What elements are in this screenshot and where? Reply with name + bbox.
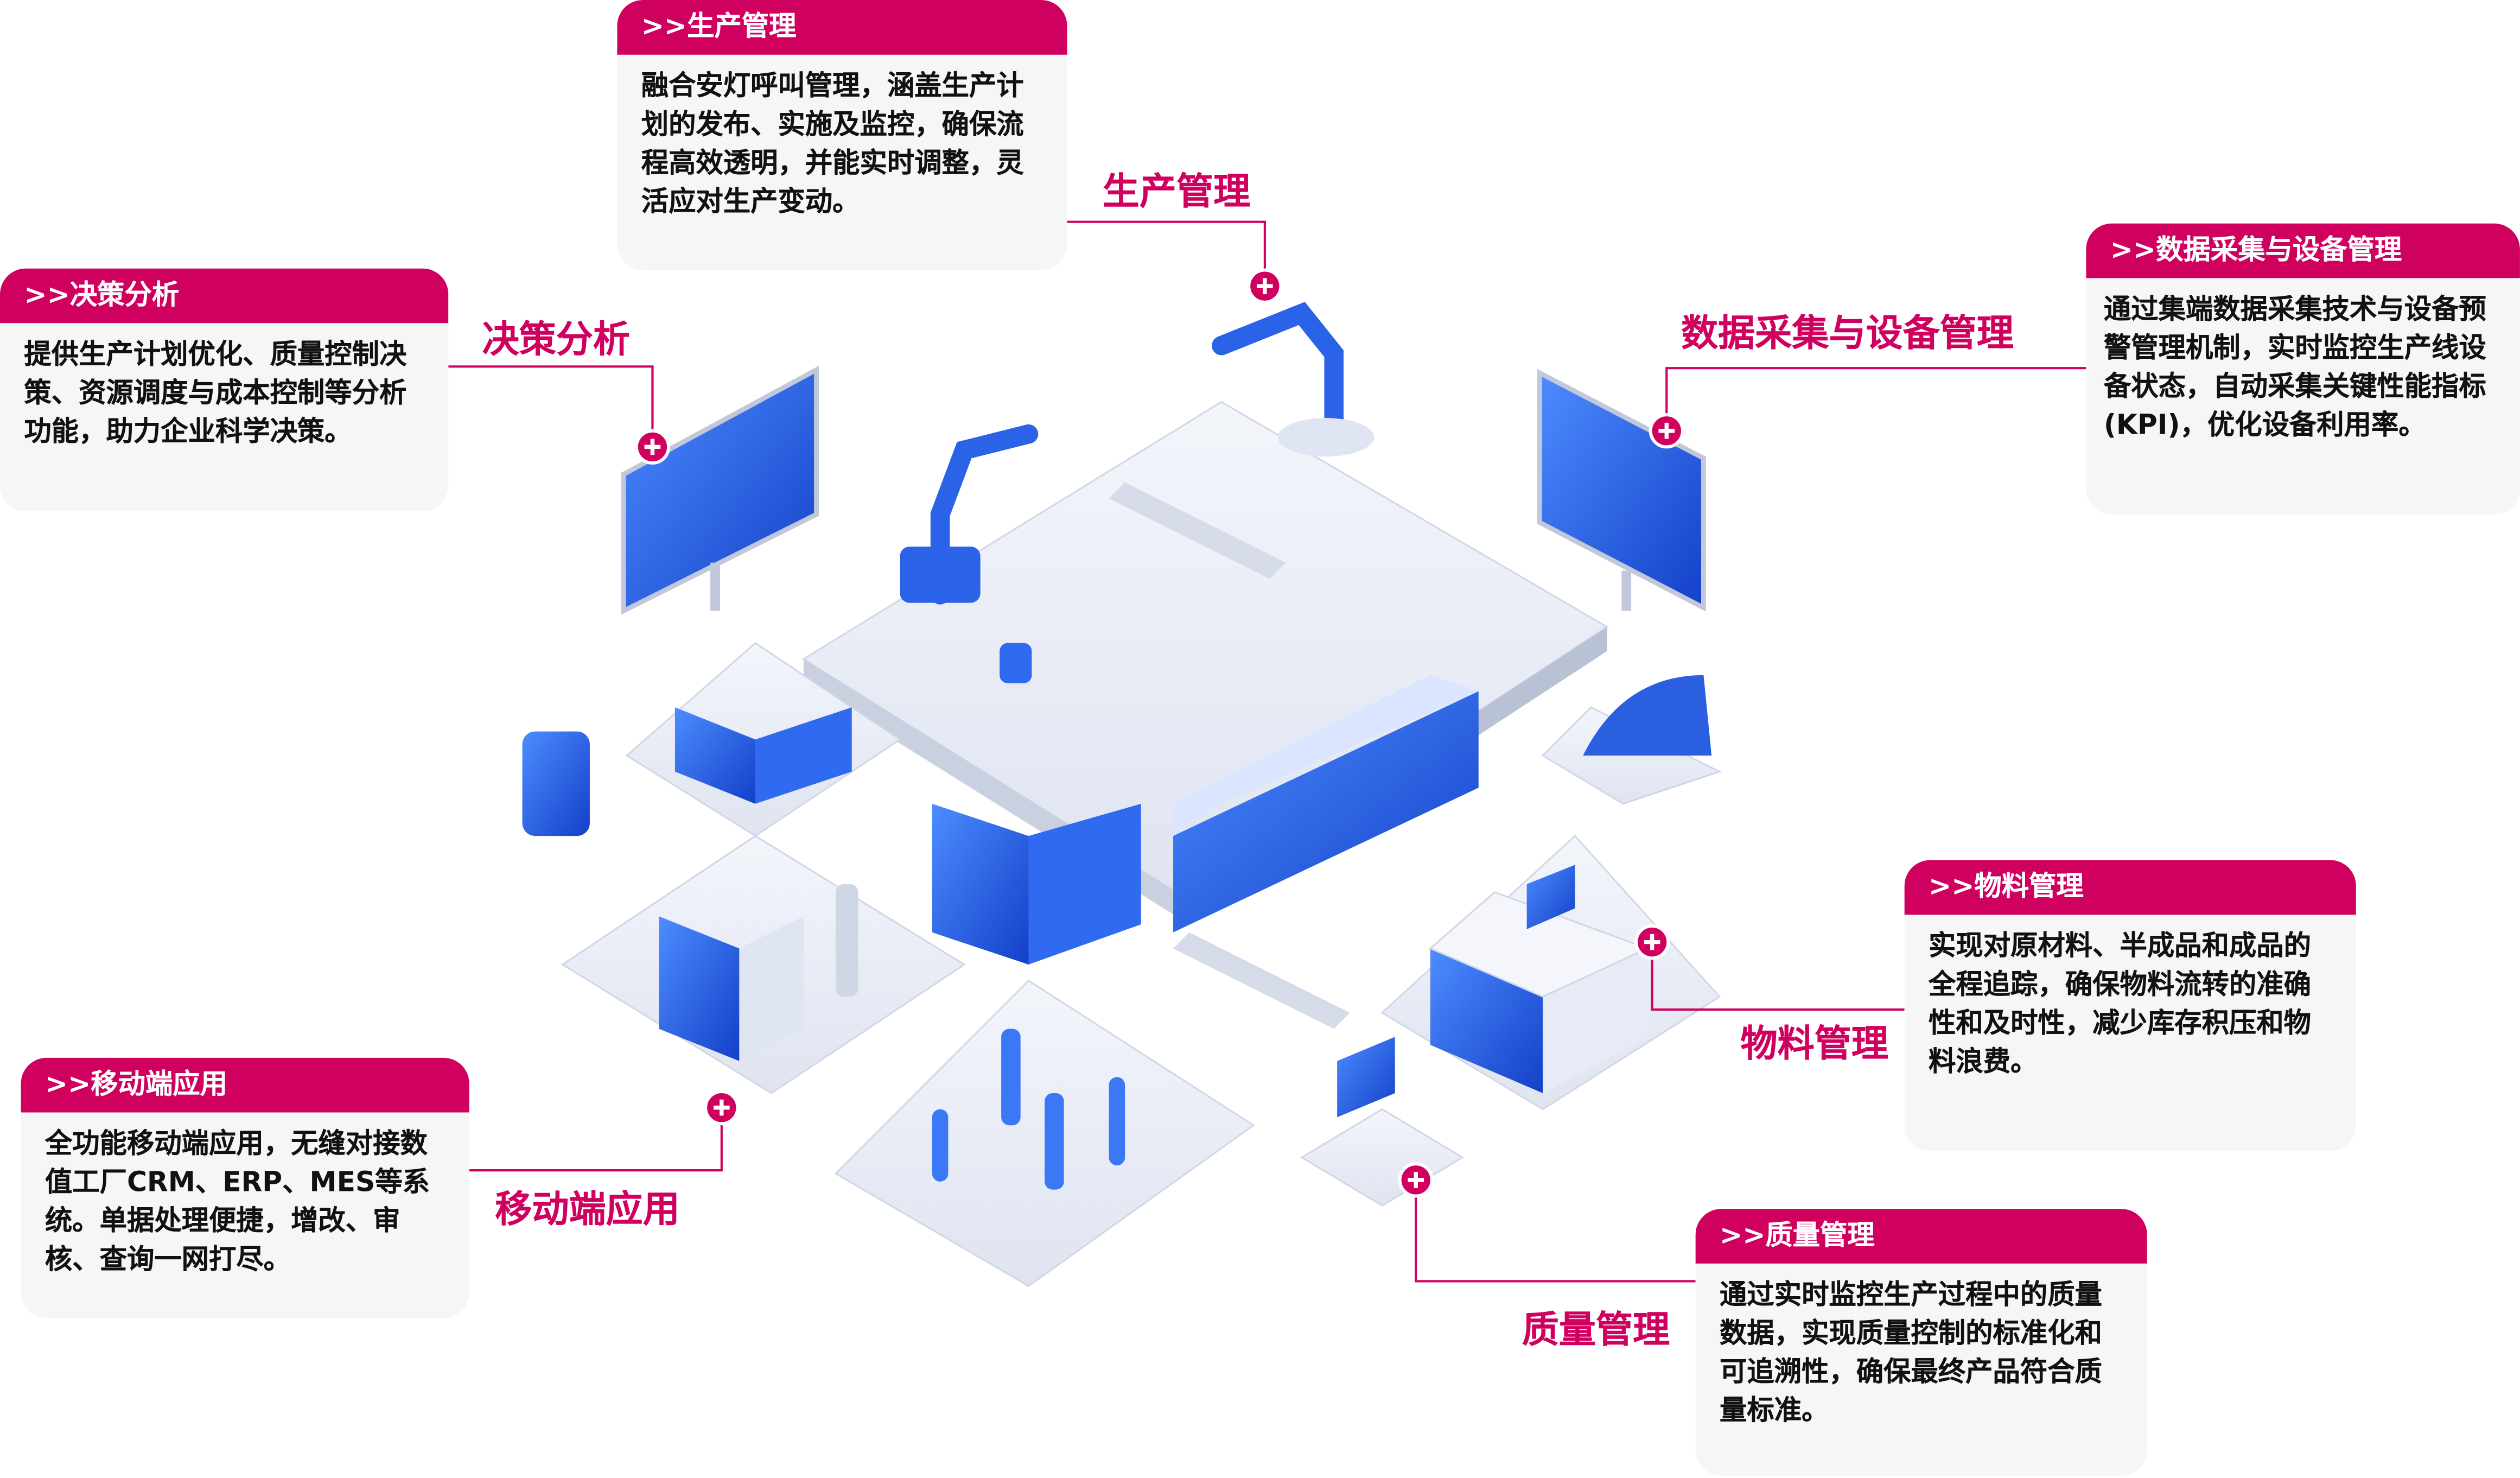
- decision-card: >>决策分析 提供生产计划优化、质量控制决策、资源调度与成本控制等分析功能，助力…: [0, 268, 449, 511]
- plus-icon[interactable]: [1649, 413, 1684, 449]
- data-card: >>数据采集与设备管理 通过集端数据采集技术与设备预警管理机制，实时监控生产线设…: [2086, 223, 2520, 515]
- card-body: 提供生产计划优化、质量控制决策、资源调度与成本控制等分析功能，助力企业科学决策。: [24, 339, 407, 449]
- mobile-label: 移动端应用: [495, 1189, 680, 1232]
- card-header: >>生产管理: [617, 0, 1067, 55]
- material-label: 物料管理: [1740, 1024, 1888, 1066]
- card-body: 实现对原材料、半成品和成品的全程追踪，确保物料流转的准确性和及时性，减少库存积压…: [1929, 930, 2311, 1079]
- plus-icon[interactable]: [1398, 1162, 1434, 1198]
- plus-icon[interactable]: [1634, 924, 1670, 960]
- plus-icon[interactable]: [634, 429, 671, 465]
- card-body: 全功能移动端应用，无缝对接数值工厂CRM、ERP、MES等系统。单据处理便捷，增…: [44, 1128, 430, 1277]
- plus-markers: [634, 268, 1684, 1198]
- monitors: [621, 365, 1706, 1118]
- card-header: >>移动端应用: [21, 1057, 469, 1113]
- tanks: [836, 643, 1125, 1190]
- mobile-card: >>移动端应用 全功能移动端应用，无缝对接数值工厂CRM、ERP、MES等系统。…: [21, 1057, 469, 1318]
- production-label: 生产管理: [1102, 172, 1251, 214]
- data-label: 数据采集与设备管理: [1681, 313, 2014, 356]
- card-body: 通过实时监控生产过程中的质量数据，实现质量控制的标准化和可追溯性，确保最终产品符…: [1720, 1279, 2102, 1428]
- plus-icon[interactable]: [1247, 268, 1283, 304]
- card-header: >>数据采集与设备管理: [2086, 223, 2520, 278]
- quality-label: 质量管理: [1522, 1310, 1670, 1352]
- card-header: >>物料管理: [1904, 860, 2356, 915]
- connector-lines: [448, 220, 2086, 1283]
- production-card: >>生产管理 融合安灯呼叫管理，涵盖生产计划的发布、实施及监控，确保流程高效透明…: [617, 0, 1067, 270]
- buildings: [522, 675, 1712, 1093]
- card-body: 通过集端数据采集技术与设备预警管理机制，实时监控生产线设备状态，自动采集关键性能…: [2103, 294, 2486, 442]
- quality-card: >>质量管理 通过实时监控生产过程中的质量数据，实现质量控制的标准化和可追溯性，…: [1695, 1209, 2147, 1476]
- material-card: >>物料管理 实现对原材料、半成品和成品的全程追踪，确保物料流转的准确性和及时性…: [1904, 860, 2356, 1151]
- conveyors: [1109, 482, 1350, 1029]
- card-header: >>质量管理: [1695, 1209, 2147, 1264]
- decision-label: 决策分析: [482, 320, 630, 362]
- plus-icon[interactable]: [704, 1090, 740, 1126]
- robot-arms: [900, 302, 1374, 605]
- card-body: 融合安灯呼叫管理，涵盖生产计划的发布、实施及监控，确保流程高效透明，并能实时调整…: [641, 71, 1024, 219]
- card-header: >>决策分析: [0, 268, 449, 323]
